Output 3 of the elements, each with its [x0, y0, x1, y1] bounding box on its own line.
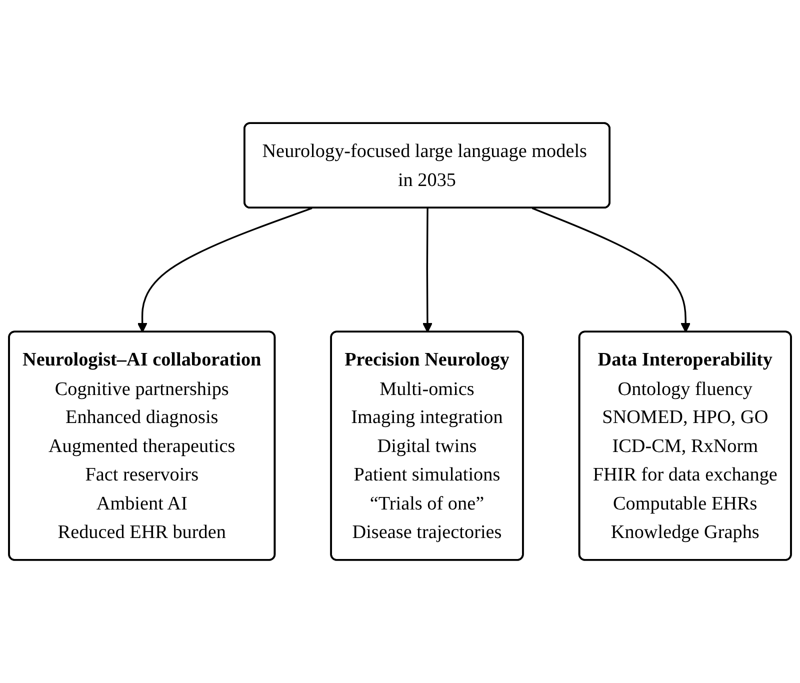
- arrow: [422, 208, 432, 333]
- arrow: [532, 207, 691, 333]
- arrow: [137, 207, 312, 333]
